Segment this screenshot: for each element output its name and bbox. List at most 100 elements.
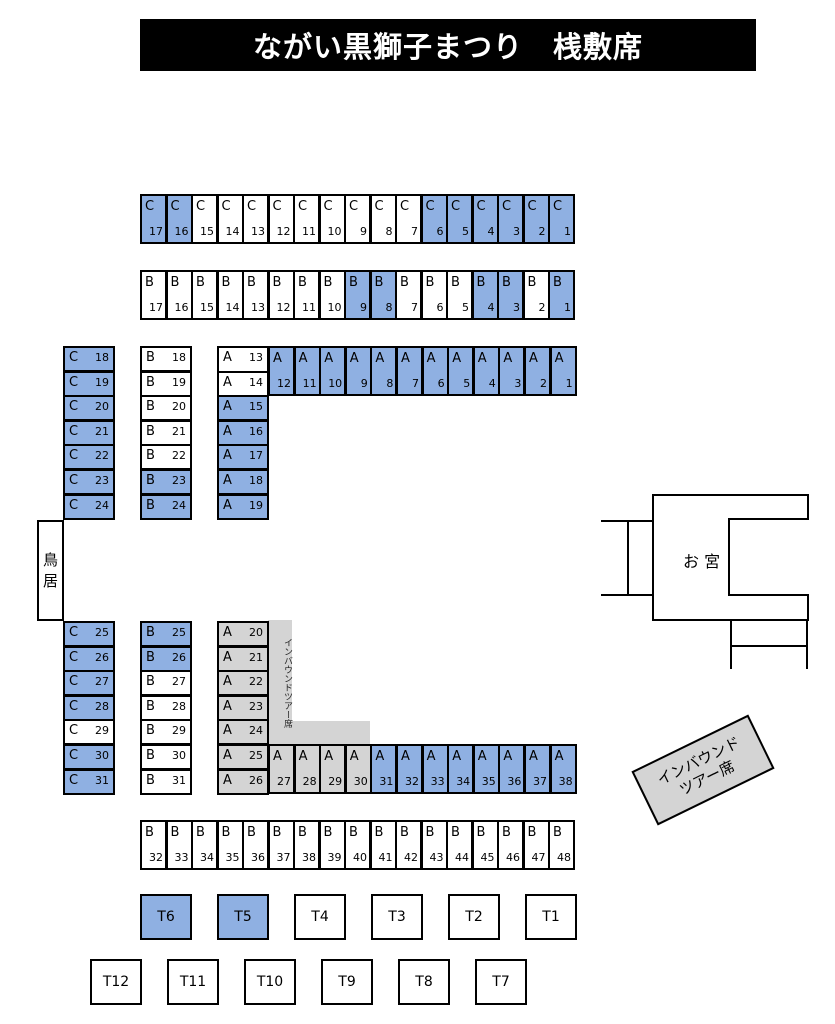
seat-T2[interactable]: T2 (448, 894, 500, 940)
seat-T4[interactable]: T4 (294, 894, 346, 940)
seat-T1[interactable]: T1 (525, 894, 577, 940)
seat-T10[interactable]: T10 (244, 959, 296, 1005)
seat-T9[interactable]: T9 (321, 959, 373, 1005)
seat-T7[interactable]: T7 (475, 959, 527, 1005)
seat-T3[interactable]: T3 (371, 894, 423, 940)
seat-T6[interactable]: T6 (140, 894, 192, 940)
seat-T5[interactable]: T5 (217, 894, 269, 940)
